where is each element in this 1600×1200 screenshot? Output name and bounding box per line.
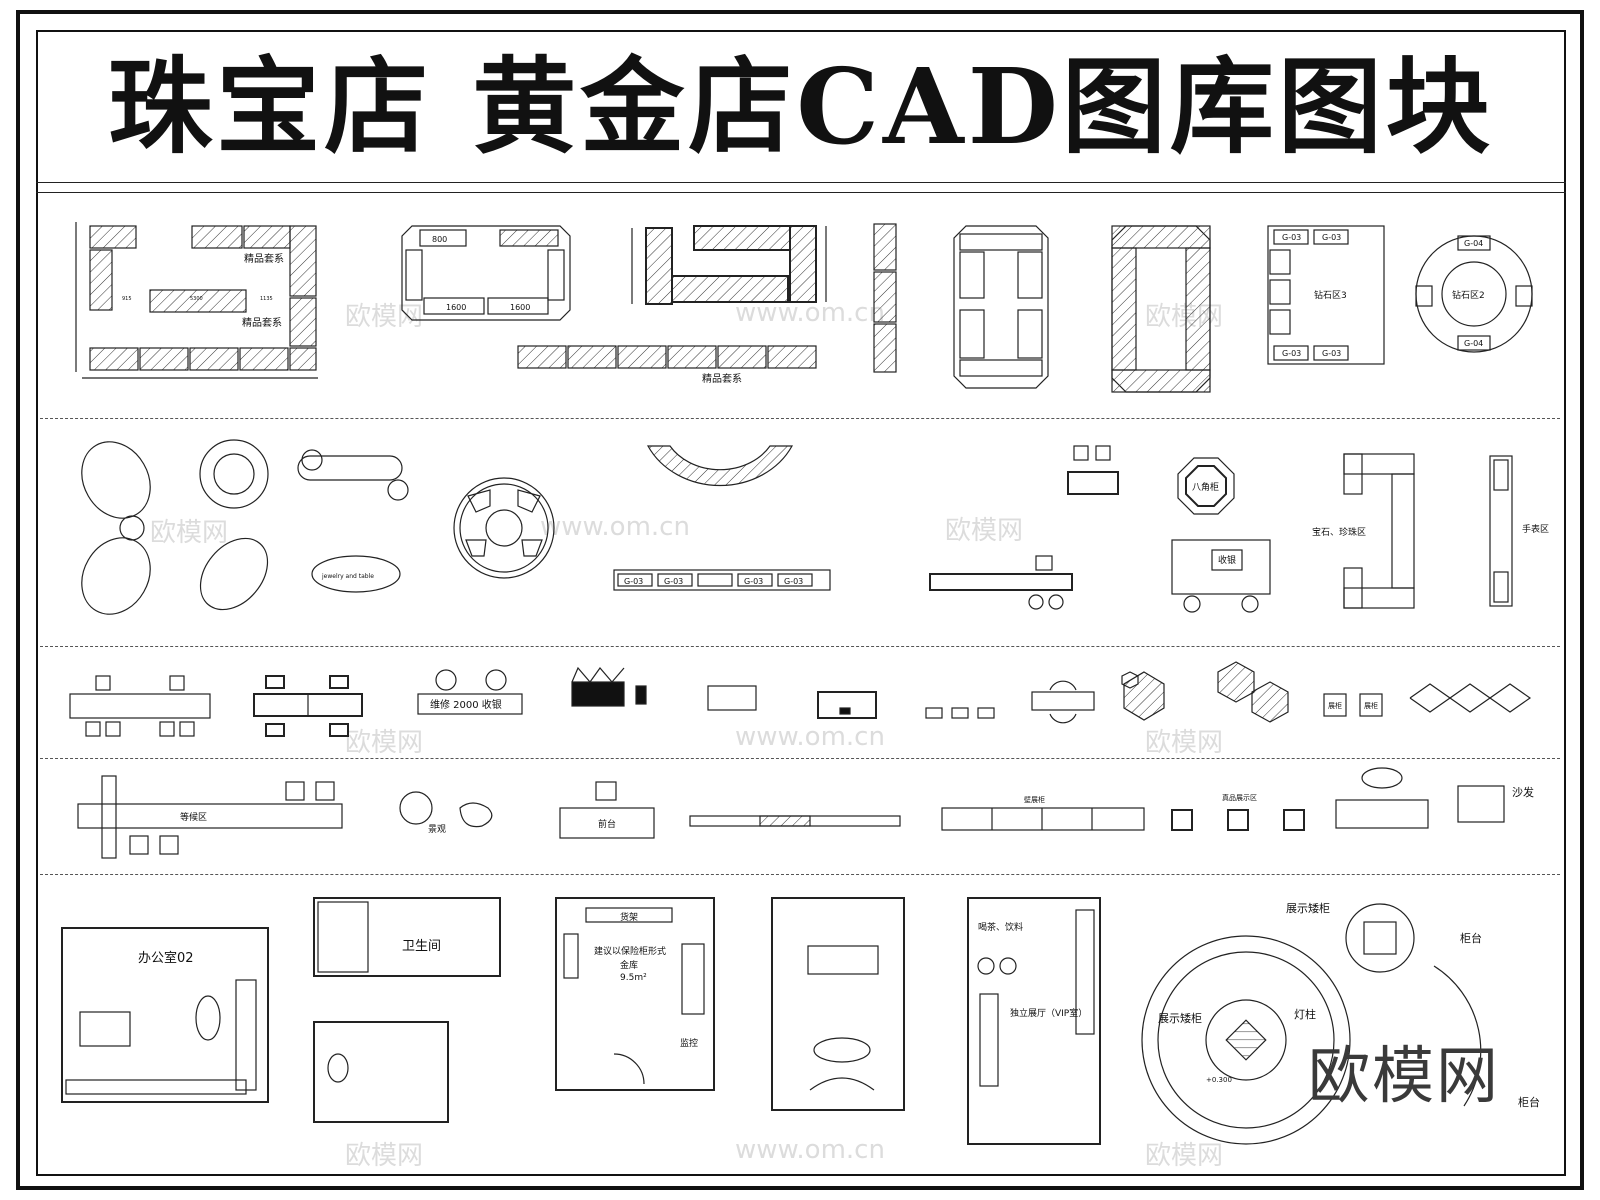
label-g03: G-03: [1322, 233, 1341, 242]
label-vip-hall: 独立展厅（VIP室）: [1010, 1007, 1087, 1019]
label-g03: G-03: [1282, 233, 1301, 242]
label-boutique-suite: 精品套系: [702, 372, 742, 385]
block-watch-zone: 手表区: [1489, 455, 1549, 607]
label-display-cab: 展柜: [1364, 701, 1378, 710]
block-wall-strip: [689, 815, 901, 827]
title-rule-top: [36, 182, 1566, 183]
dim-1600: 1600: [510, 303, 530, 312]
block-repair-cashier: 维修 2000 收银: [417, 669, 523, 715]
block-octagon-counter: 800 1600 1600 精品套系: [401, 225, 817, 385]
page-title: 珠宝店 黄金店CAD图库图块: [108, 45, 1494, 168]
label-g03: G-03: [744, 577, 763, 586]
label-g03: G-03: [664, 577, 683, 586]
label-showcase-low: 展示矮柜: [1286, 901, 1330, 915]
outer-frame: [16, 10, 1584, 1190]
label-display-area: 真品展示区: [1222, 793, 1257, 802]
block-small-cabinets: [707, 680, 1095, 724]
label-cashier: 收银: [1218, 554, 1236, 566]
label-g03: G-03: [1322, 349, 1341, 358]
block-arc-counter: G-03 G-03 G-03 G-03: [613, 445, 831, 591]
dim-915: 915: [122, 296, 132, 302]
block-wall-cabinet: 壁展柜: [941, 795, 1145, 831]
block-black-counter: [571, 666, 647, 707]
label-watch-zone: 手表区: [1522, 523, 1549, 535]
block-restroom: 卫生间: [313, 897, 501, 1123]
block-diamond-zone-2: G-04 G-04 钻石区2: [1415, 235, 1533, 353]
label-restroom: 卫生间: [402, 939, 441, 954]
label-counter: 柜台: [1460, 931, 1482, 945]
brand-logo: 欧模网: [1308, 1039, 1501, 1112]
label-monitor: 监控: [680, 1037, 698, 1049]
block-vertical-cabinets: [873, 223, 897, 373]
row-separator-1: [40, 418, 1560, 419]
block-landscape: 景观: [399, 791, 493, 835]
label-light-pillar: 灯柱: [1294, 1007, 1316, 1021]
block-octagon-cabinet: 八角柜 收银: [1171, 457, 1271, 613]
block-sofa: 沙发: [1335, 767, 1534, 829]
label-diamond-zone-2: 钻石区2: [1452, 289, 1485, 301]
dim-5300: 5300: [190, 296, 203, 302]
row-separator-3: [40, 758, 1560, 759]
block-front-desk: 前台: [559, 781, 655, 839]
label-vault-area: 9.5m²: [620, 973, 647, 983]
label-counter: 柜台: [1518, 1095, 1540, 1109]
label-jewelry: jewelry and table: [321, 573, 374, 580]
label-showcase-low: 展示矮柜: [1158, 1011, 1202, 1025]
block-office-02: 办公室02: [61, 927, 269, 1103]
block-octagon-island-2: [1111, 225, 1211, 393]
label-office-02: 办公室02: [138, 950, 194, 966]
block-double-desk: [253, 675, 363, 737]
block-hexagon-stands: [1121, 661, 1289, 723]
label-front-desk: 前台: [598, 818, 616, 830]
block-octagon-island-1: [953, 225, 1049, 389]
block-meeting-table: [69, 675, 211, 737]
label-display-cab: 展柜: [1328, 701, 1342, 710]
label-boutique-suite: 精品套系: [242, 316, 282, 329]
row-separator-2: [40, 646, 1560, 647]
label-gem-zone: 宝石、珍珠区: [1312, 526, 1366, 538]
block-u-counter: [631, 225, 827, 305]
block-waiting-area: 等候区: [77, 775, 343, 859]
block-vault: 货架 建议以保险柜形式 金库 9.5m² 监控: [555, 897, 715, 1091]
label-shelf: 货架: [620, 911, 638, 923]
label-g03: G-03: [624, 577, 643, 586]
block-boutique-layout: 精品套系 精品套系 915 5300 1135: [75, 222, 318, 379]
block-oval-tables: jewelry and table: [81, 439, 409, 615]
dim-1135: 1135: [260, 296, 273, 302]
label-boutique-suite: 精品套系: [244, 252, 284, 265]
label-waiting-area: 等候区: [180, 811, 207, 823]
label-g04: G-04: [1464, 239, 1483, 248]
label-g04: G-04: [1464, 339, 1483, 348]
label-sofa: 沙发: [1512, 785, 1534, 799]
label-vault: 金库: [620, 959, 638, 971]
inner-frame: [36, 30, 1566, 1176]
block-diamond-zone-3: G-03 G-03 G-03 G-03 钻石区3: [1267, 225, 1385, 365]
block-display-cabinets: 展柜 展柜: [1323, 683, 1532, 717]
dim-800: 800: [432, 235, 447, 244]
label-wall-cabinet: 壁展柜: [1024, 795, 1045, 804]
label-octagon-cabinet: 八角柜: [1192, 481, 1219, 493]
label-landscape: 景观: [428, 824, 446, 835]
block-vip-hall: 喝茶、饮料 独立展厅（VIP室）: [967, 897, 1101, 1145]
label-tea-area: 喝茶、饮料: [978, 921, 1023, 933]
block-office-plan: [771, 897, 905, 1111]
block-gem-zone: 宝石、珍珠区: [1312, 453, 1415, 609]
title-rule-bottom: [36, 192, 1566, 193]
label-elevation: +0.300: [1206, 1076, 1232, 1084]
label-g03: G-03: [1282, 349, 1301, 358]
row-separator-4: [40, 874, 1560, 875]
label-g03: G-03: [784, 577, 803, 586]
dim-1600: 1600: [446, 303, 466, 312]
block-reception-desk: [929, 445, 1119, 610]
block-display-area: 真品展示区: [1171, 793, 1305, 831]
label-safe-suggest: 建议以保险柜形式: [594, 945, 666, 957]
label-diamond-zone-3: 钻石区3: [1314, 289, 1347, 301]
label-repair-cashier: 维修 2000 收银: [430, 698, 502, 711]
block-round-island: [453, 477, 555, 579]
block-showroom-round: 展示矮柜 展示矮柜 灯柱 柜台 柜台 +0.300: [1141, 901, 1540, 1145]
